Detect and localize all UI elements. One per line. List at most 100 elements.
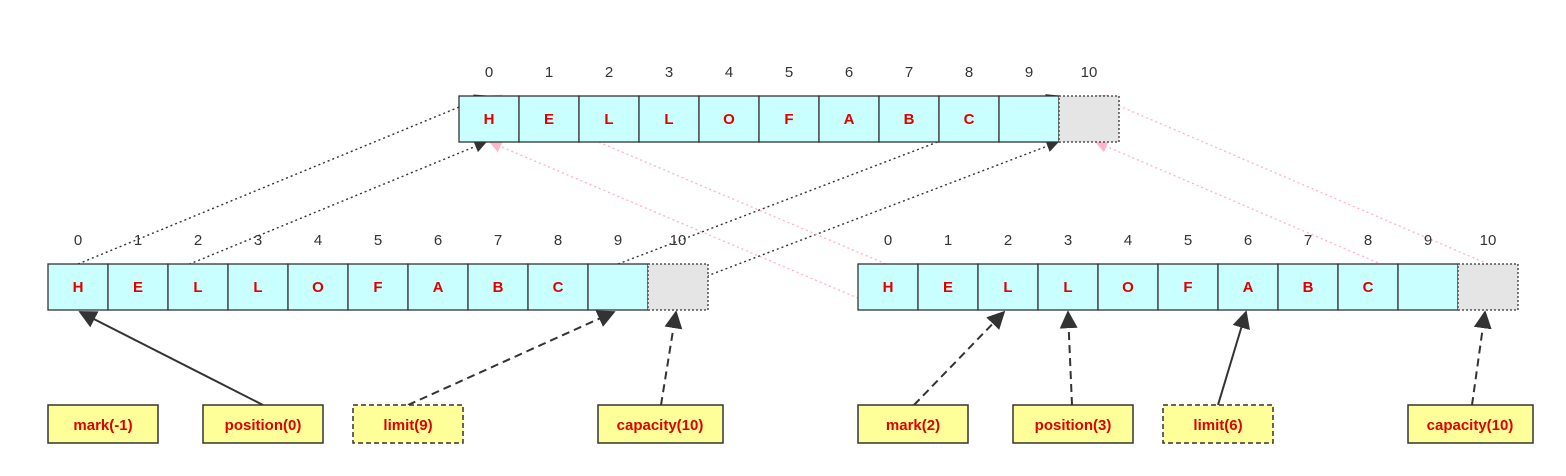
left-position-label: position(0) bbox=[225, 417, 302, 434]
top-cell bbox=[818, 95, 880, 143]
top-index: 7 bbox=[905, 64, 913, 81]
right-index: 3 bbox=[1064, 232, 1072, 249]
left-cell bbox=[347, 263, 409, 311]
right-index: 5 bbox=[1184, 232, 1192, 249]
top-buffer-cells bbox=[458, 95, 1120, 143]
right-capacity-label-box bbox=[1407, 404, 1534, 444]
left-cell bbox=[527, 263, 589, 311]
arrow-right-position bbox=[1059, 310, 1078, 406]
top-cell-value: A bbox=[844, 111, 855, 128]
connector-left-top-end-lower bbox=[617, 140, 1060, 311]
connector-layer bbox=[77, 94, 1492, 406]
connector-right-top-start-upper bbox=[488, 94, 887, 265]
top-index: 0 bbox=[485, 64, 493, 81]
top-buffer-values: H E L L O F A B C bbox=[484, 111, 975, 128]
left-buffer-values: H E L L O F A B C bbox=[73, 279, 564, 296]
top-index: 2 bbox=[605, 64, 613, 81]
top-cell bbox=[878, 95, 940, 143]
connector-right-top-end-upper bbox=[1094, 94, 1489, 265]
arrow-right-capacity bbox=[1471, 310, 1492, 406]
right-index: 7 bbox=[1304, 232, 1312, 249]
right-capacity-label: capacity(10) bbox=[1427, 417, 1514, 434]
top-cell bbox=[758, 95, 820, 143]
right-limit-label-box bbox=[1162, 404, 1274, 444]
left-index: 9 bbox=[614, 232, 622, 249]
top-cell-value: C bbox=[964, 111, 975, 128]
left-cell bbox=[587, 263, 649, 311]
arrow-left-limit bbox=[407, 310, 616, 406]
left-limit-label: limit(9) bbox=[383, 417, 432, 434]
right-buffer-labels: mark(2) position(3) limit(6) capacity(10… bbox=[857, 404, 1534, 444]
top-index: 4 bbox=[725, 64, 733, 81]
left-cell-value: E bbox=[133, 279, 143, 296]
right-buffer-values: H E L L O F A B C bbox=[883, 279, 1374, 296]
right-cell-value: F bbox=[1183, 279, 1192, 296]
right-index: 1 bbox=[944, 232, 952, 249]
left-index: 6 bbox=[434, 232, 442, 249]
arrow-left-capacity bbox=[660, 310, 683, 406]
right-position-label-box bbox=[1012, 404, 1134, 444]
left-index: 5 bbox=[374, 232, 382, 249]
left-index: 4 bbox=[314, 232, 322, 249]
right-cell-value: A bbox=[1243, 279, 1254, 296]
right-buffer-indices: 0 1 2 3 4 5 6 7 8 9 10 bbox=[884, 232, 1497, 249]
left-index: 1 bbox=[134, 232, 142, 249]
left-cell-value: A bbox=[433, 279, 444, 296]
right-cell-value: B bbox=[1303, 279, 1314, 296]
left-buffer-cells bbox=[47, 263, 709, 311]
left-capacity-label: capacity(10) bbox=[617, 417, 704, 434]
right-cell-value: E bbox=[943, 279, 953, 296]
right-cell-value: L bbox=[1063, 279, 1072, 296]
right-cell bbox=[977, 263, 1039, 311]
top-cell bbox=[698, 95, 760, 143]
right-index: 4 bbox=[1124, 232, 1132, 249]
right-cell bbox=[1397, 263, 1459, 311]
left-index: 3 bbox=[254, 232, 262, 249]
right-mark-label-box bbox=[857, 404, 969, 444]
right-buffer: 0 1 2 3 4 5 6 7 8 9 10 H E bbox=[857, 232, 1534, 444]
left-cell-value: O bbox=[312, 279, 324, 296]
top-cell-value: F bbox=[784, 111, 793, 128]
left-cell bbox=[287, 263, 349, 311]
left-mark-label: mark(-1) bbox=[73, 417, 132, 434]
left-cell bbox=[107, 263, 169, 311]
top-cell bbox=[938, 95, 1000, 143]
left-index: 8 bbox=[554, 232, 562, 249]
top-extra-cell bbox=[1058, 95, 1120, 143]
right-buffer-cells bbox=[857, 263, 1519, 311]
left-index: 7 bbox=[494, 232, 502, 249]
top-cell bbox=[638, 95, 700, 143]
right-index: 9 bbox=[1424, 232, 1432, 249]
connector-right-top-start-lower bbox=[488, 140, 887, 311]
right-limit-label: limit(6) bbox=[1193, 417, 1242, 434]
top-cell-value: H bbox=[484, 111, 495, 128]
left-index: 10 bbox=[670, 232, 687, 249]
left-index: 2 bbox=[194, 232, 202, 249]
left-buffer-indices: 0 1 2 3 4 5 6 7 8 9 10 bbox=[74, 232, 687, 249]
left-cell-value: H bbox=[73, 279, 84, 296]
right-cell-value: O bbox=[1122, 279, 1134, 296]
left-cell bbox=[167, 263, 229, 311]
top-cell-value: B bbox=[904, 111, 915, 128]
right-cell bbox=[917, 263, 979, 311]
right-index: 10 bbox=[1480, 232, 1497, 249]
top-cell-value: E bbox=[544, 111, 554, 128]
top-cell bbox=[578, 95, 640, 143]
left-cell-value: F bbox=[373, 279, 382, 296]
right-cell bbox=[857, 263, 919, 311]
connector-left-top-start-upper bbox=[77, 94, 488, 265]
arrow-right-limit bbox=[1217, 310, 1250, 406]
top-cell bbox=[518, 95, 580, 143]
left-buffer-labels: mark(-1) position(0) limit(9) capacity(1… bbox=[47, 404, 724, 444]
top-index: 9 bbox=[1025, 64, 1033, 81]
right-extra-cell bbox=[1457, 263, 1519, 311]
left-cell bbox=[407, 263, 469, 311]
top-cell-value: L bbox=[664, 111, 673, 128]
top-cell bbox=[998, 95, 1060, 143]
left-buffer: 0 1 2 3 4 5 6 7 8 9 10 H E bbox=[47, 232, 724, 444]
top-index: 5 bbox=[785, 64, 793, 81]
top-index: 6 bbox=[845, 64, 853, 81]
left-extra-cell bbox=[647, 263, 709, 311]
right-cell-value: C bbox=[1363, 279, 1374, 296]
